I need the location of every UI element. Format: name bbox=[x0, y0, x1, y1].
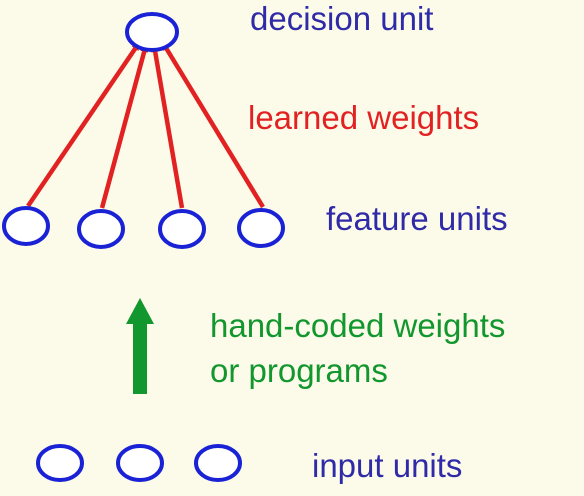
learned-weight-arrow bbox=[161, 41, 265, 209]
feature-units-label: feature units bbox=[326, 200, 508, 237]
learned-weight-arrow bbox=[26, 41, 141, 208]
hand-coded-arrow bbox=[126, 298, 154, 394]
feature-unit bbox=[237, 208, 285, 248]
learned-weight-arrow bbox=[99, 44, 149, 209]
input-units bbox=[36, 444, 242, 482]
input-unit bbox=[116, 444, 164, 482]
or-programs-label: or programs bbox=[210, 352, 388, 389]
learned-weights-label: learned weights bbox=[248, 99, 480, 136]
input-unit bbox=[194, 444, 242, 482]
hand-coded-weights-label: hand-coded weights bbox=[210, 307, 506, 344]
learned-weight-arrow bbox=[151, 44, 185, 209]
feature-units bbox=[2, 206, 285, 249]
learned-weight-arrows bbox=[26, 41, 265, 209]
feature-unit bbox=[158, 209, 206, 249]
input-units-label: input units bbox=[312, 447, 463, 484]
feature-unit bbox=[2, 206, 50, 246]
decision-unit bbox=[125, 12, 179, 52]
input-unit bbox=[36, 444, 84, 482]
feature-unit bbox=[77, 209, 125, 249]
decision-unit-label: decision unit bbox=[250, 0, 434, 37]
